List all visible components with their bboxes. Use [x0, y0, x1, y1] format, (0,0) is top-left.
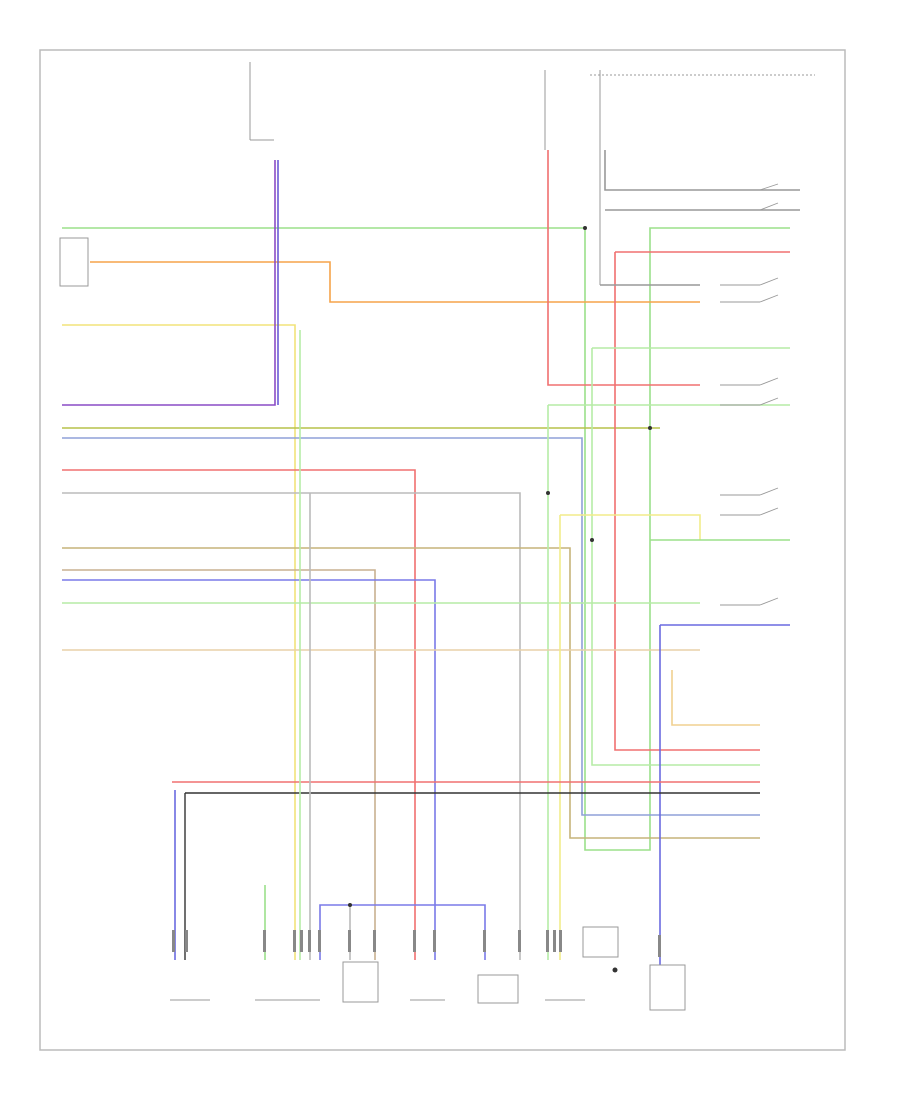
junction-dots — [348, 226, 652, 973]
top-power-feeds — [249, 62, 815, 285]
components — [170, 926, 686, 1011]
component-box-2 — [477, 974, 519, 1004]
wire-harness — [62, 150, 800, 965]
component-box-3 — [649, 964, 686, 1011]
component-box-4 — [582, 926, 619, 958]
left-connector-block — [59, 237, 89, 287]
connector-pins — [172, 930, 661, 957]
component-box-1 — [342, 961, 379, 1003]
switch-contacts — [720, 183, 779, 606]
diagram-frame — [39, 49, 846, 1051]
